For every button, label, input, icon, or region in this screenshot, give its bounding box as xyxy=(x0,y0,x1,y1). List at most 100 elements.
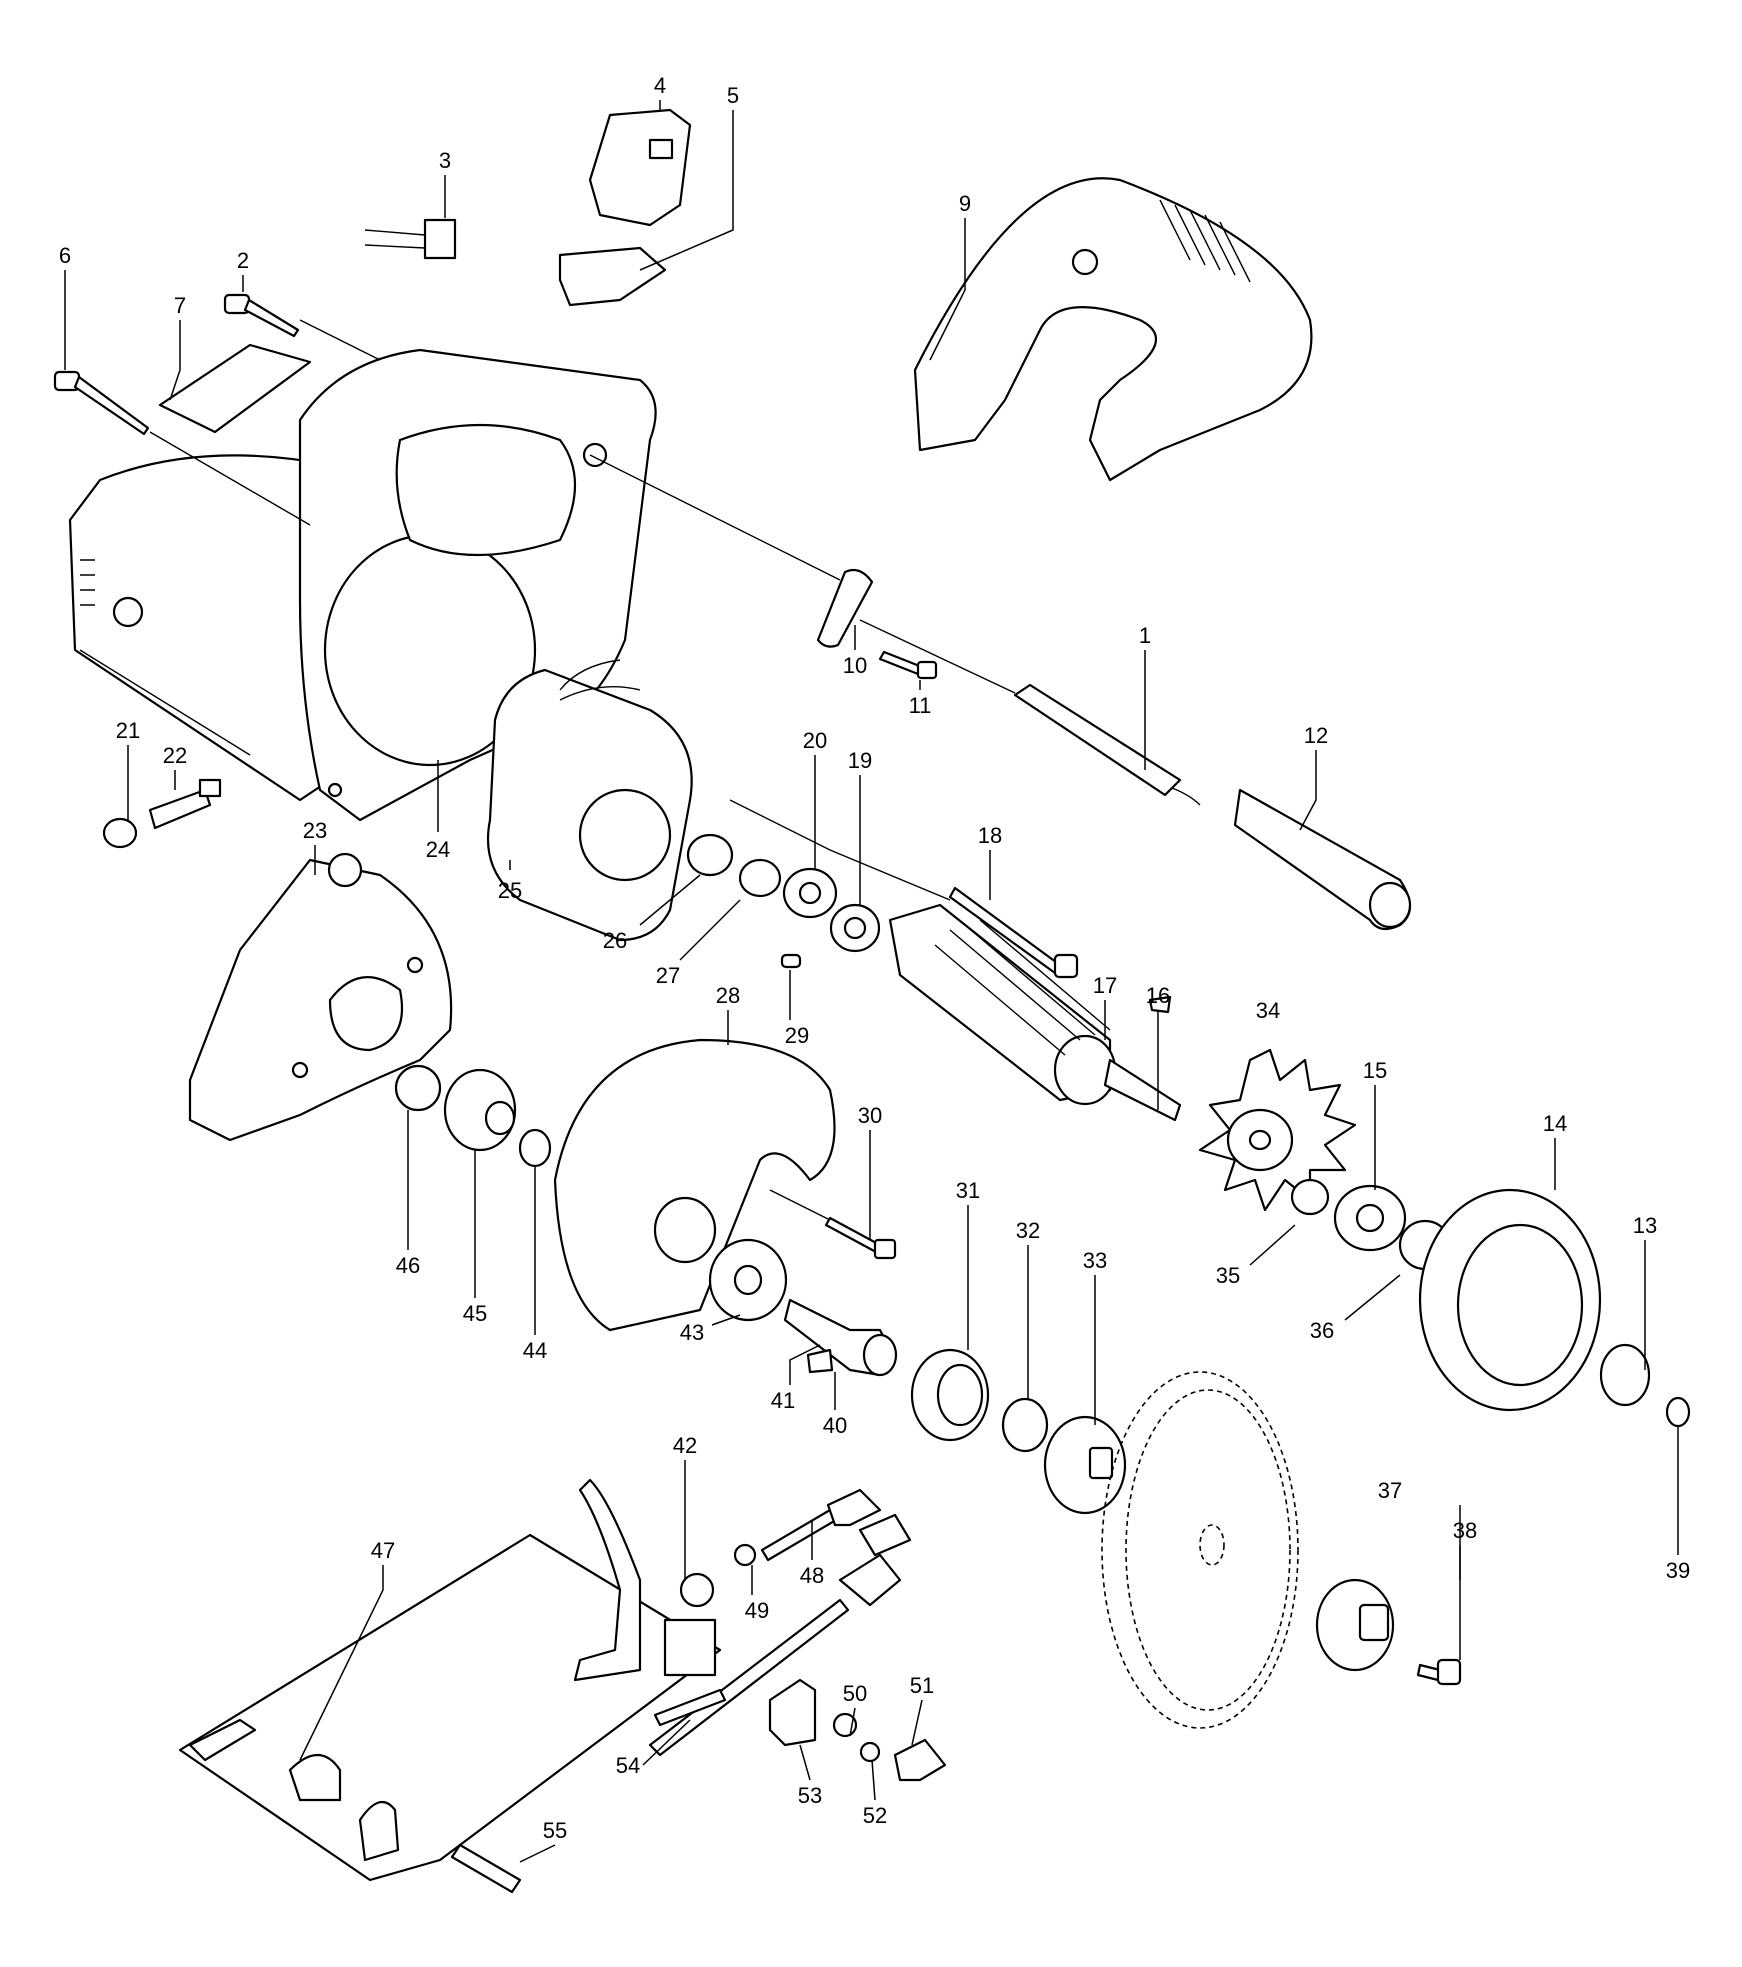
callout: 43 xyxy=(680,1320,704,1345)
callout: 52 xyxy=(863,1803,887,1828)
o-ring xyxy=(1001,1397,1049,1453)
callout: 36 xyxy=(1310,1318,1334,1343)
cord xyxy=(1013,683,1182,797)
callout: 18 xyxy=(978,823,1002,848)
hex-bolt xyxy=(824,1216,897,1260)
callout: 7 xyxy=(174,293,186,318)
flat-washer xyxy=(738,858,782,898)
bearing-box xyxy=(1418,1188,1602,1412)
callout: 29 xyxy=(785,1023,809,1048)
callout: 40 xyxy=(823,1413,847,1438)
spindle xyxy=(783,1298,898,1377)
callout: 53 xyxy=(798,1783,822,1808)
callout: 48 xyxy=(800,1563,824,1588)
callout: 17 xyxy=(1093,973,1117,998)
callout: 16 xyxy=(1146,983,1170,1008)
callout: 33 xyxy=(1083,1248,1107,1273)
diamond-wheel xyxy=(1101,1371,1299,1729)
pin xyxy=(780,953,802,969)
name-plate xyxy=(158,343,312,434)
fan xyxy=(1198,1048,1357,1212)
callout: 13 xyxy=(1633,1213,1657,1238)
rod xyxy=(653,1688,727,1727)
callout: 47 xyxy=(371,1538,395,1563)
ball-bearing xyxy=(708,1238,788,1322)
flange xyxy=(1315,1578,1395,1672)
callout: 39 xyxy=(1666,1558,1690,1583)
handle-cover xyxy=(913,177,1313,482)
spur-gear xyxy=(443,1068,517,1152)
callout-labels: 1 2 3 4 5 6 7 9 10 11 12 13 14 15 16 17 … xyxy=(59,73,1690,1843)
retaining-ring xyxy=(1665,1396,1691,1428)
callout: 32 xyxy=(1016,1218,1040,1243)
callout: 49 xyxy=(745,1598,769,1623)
callout: 30 xyxy=(858,1103,882,1128)
o-ring xyxy=(686,833,734,877)
callout: 9 xyxy=(959,191,971,216)
callout: 21 xyxy=(116,718,140,743)
callout: 25 xyxy=(498,878,522,903)
ball-bearing xyxy=(782,867,838,919)
callout: 46 xyxy=(396,1253,420,1278)
callout: 3 xyxy=(439,148,451,173)
hex-bolt xyxy=(948,886,1079,979)
helical-gear xyxy=(1599,1343,1651,1407)
callout: 27 xyxy=(656,963,680,988)
long-screw xyxy=(53,370,150,436)
pin xyxy=(450,1843,522,1894)
callout: 45 xyxy=(463,1301,487,1326)
callout: 54 xyxy=(616,1753,640,1778)
safety-cover xyxy=(553,1038,836,1332)
callout: 50 xyxy=(843,1681,867,1706)
callout: 24 xyxy=(426,837,450,862)
callout: 1 xyxy=(1139,623,1151,648)
woodruff-key xyxy=(1148,995,1172,1014)
field xyxy=(486,659,693,942)
depth-guide-assembly xyxy=(648,1513,912,1757)
gear-housing xyxy=(188,852,453,1142)
callout: 35 xyxy=(1216,1263,1240,1288)
clamp-plate xyxy=(768,1678,817,1747)
sleeve xyxy=(679,1572,715,1608)
outer-flange xyxy=(1043,1415,1127,1515)
capacitor xyxy=(364,218,457,260)
armature xyxy=(888,903,1182,1122)
callout: 44 xyxy=(523,1338,547,1363)
callout: 55 xyxy=(543,1818,567,1843)
callout: 41 xyxy=(771,1388,795,1413)
callout: 4 xyxy=(654,73,666,98)
callout: 19 xyxy=(848,748,872,773)
switch xyxy=(588,108,692,227)
callout: 28 xyxy=(716,983,740,1008)
wing-bolt xyxy=(760,1488,882,1562)
callout: 15 xyxy=(1363,1058,1387,1083)
base xyxy=(178,1478,722,1882)
callout: 5 xyxy=(727,83,739,108)
callout: 10 xyxy=(843,653,867,678)
switch-lever xyxy=(558,246,667,307)
callout: 37 xyxy=(1378,1478,1402,1503)
brush-holder-cap xyxy=(102,817,138,849)
carbon-brush xyxy=(148,778,222,830)
callout: 51 xyxy=(910,1673,934,1698)
callout: 31 xyxy=(956,1178,980,1203)
callout: 20 xyxy=(803,728,827,753)
callout: 26 xyxy=(603,928,627,953)
strain-relief xyxy=(816,568,874,648)
flat-washer xyxy=(859,1741,881,1763)
retaining-ring xyxy=(518,1128,552,1168)
flat-washer xyxy=(1290,1178,1330,1216)
inner-flange xyxy=(910,1348,990,1442)
callout: 12 xyxy=(1304,723,1328,748)
sleeve xyxy=(394,1064,442,1112)
hex-bolt xyxy=(1416,1658,1462,1686)
callout: 14 xyxy=(1543,1111,1567,1136)
callout: 22 xyxy=(163,743,187,768)
callout: 38 xyxy=(1453,1518,1477,1543)
leader-lines xyxy=(64,100,1679,1863)
callout: 34 xyxy=(1256,998,1280,1023)
callout: 2 xyxy=(237,248,249,273)
callout: 23 xyxy=(303,818,327,843)
callout: 42 xyxy=(673,1433,697,1458)
